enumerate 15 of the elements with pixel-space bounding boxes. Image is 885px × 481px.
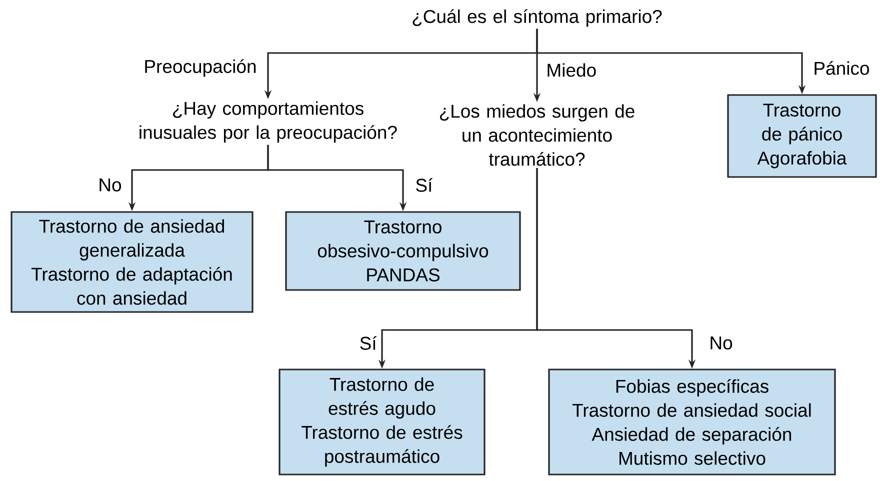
question-text: ¿Los miedos surgen de un acontecimiento traumático?: [440, 104, 634, 166]
edge-label: Sí: [360, 336, 377, 350]
edge-label: Miedo: [548, 63, 596, 77]
diagnosis-box: Trastorno de ansiedad generalizada Trastorno de adaptación con ansiedad: [10, 211, 254, 313]
question-text: ¿Cuál es el síntoma primario?: [412, 9, 662, 27]
edge-label: No: [710, 336, 732, 350]
diagnosis-box: Trastorno obsesivo-compulsivo PANDAS: [285, 211, 521, 291]
edge-label: Sí: [416, 178, 433, 192]
edge-label: Pánico: [814, 61, 869, 75]
edge-label: Preocupación: [145, 59, 256, 77]
diagnosis-box: Trastorno de pánico Agorafobia: [727, 94, 877, 178]
diagnosis-box: Trastorno de estrés agudo Trastorno de estrés postraumático: [278, 368, 486, 476]
edge-label: No: [100, 178, 122, 192]
diagnosis-box: Fobias específicas Trastorno de ansiedad social Ansiedad de separación Mutismo selectivo: [548, 368, 836, 476]
question-text: ¿Hay comportamientos inusuales por la preocupación?: [140, 101, 397, 143]
